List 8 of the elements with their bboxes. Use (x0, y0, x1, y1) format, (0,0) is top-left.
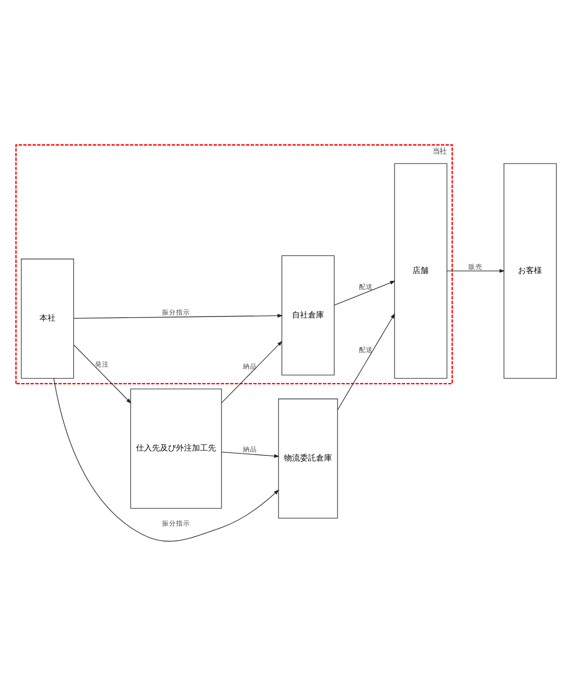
arrow (73, 313, 283, 318)
arrow (446, 268, 505, 272)
arrow (221, 451, 280, 458)
arrow (54, 378, 280, 542)
arrow (334, 280, 396, 305)
arrow (221, 340, 282, 403)
arrow (74, 344, 132, 404)
arrow (337, 312, 395, 410)
